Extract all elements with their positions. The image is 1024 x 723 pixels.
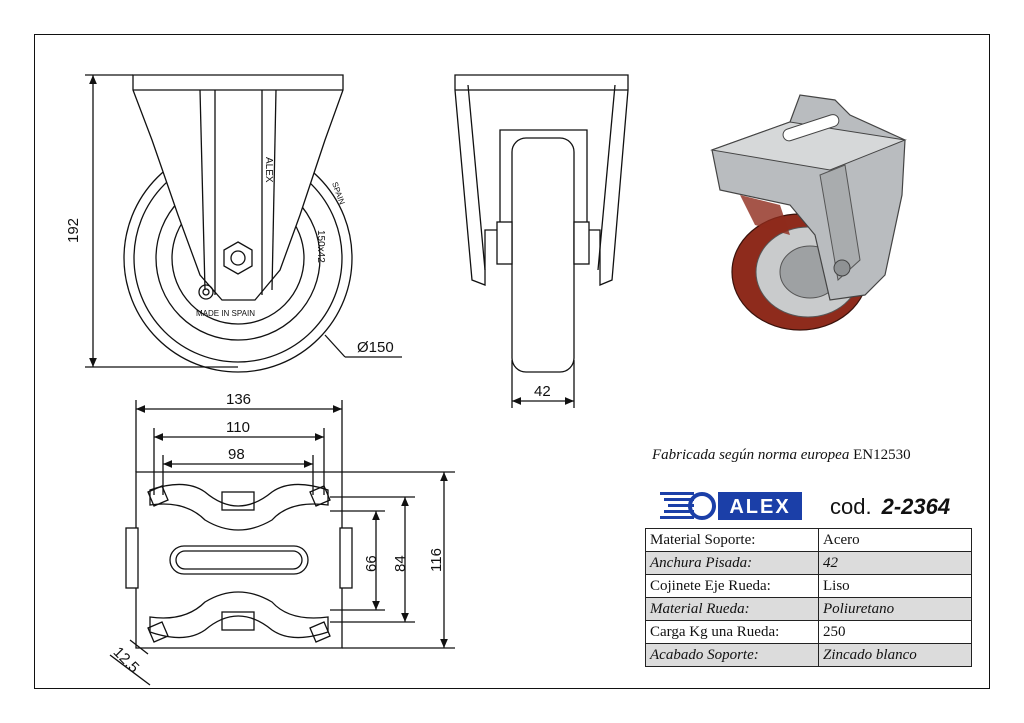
spec-label: Material Rueda:: [645, 597, 819, 621]
spec-value: Zincado blanco: [818, 643, 972, 667]
dim-height-116: 116: [428, 548, 445, 572]
spec-value: 42: [818, 551, 972, 575]
spec-row: Material Soporte:Acero: [645, 528, 972, 552]
code-label: cod.: [830, 494, 872, 519]
dim-height: 192: [65, 218, 82, 243]
spec-value: Poliuretano: [818, 597, 972, 621]
spec-value: 250: [818, 620, 972, 644]
standard-en: EN: [853, 447, 874, 463]
spec-label: Carga Kg una Rueda:: [645, 620, 819, 644]
spec-table: Material Soporte:Acero Anchura Pisada:42…: [645, 528, 972, 667]
dim-height-66: 66: [363, 555, 380, 572]
spec-row: Anchura Pisada:42: [645, 551, 972, 575]
bracket-brand-mark: ALEX: [263, 157, 274, 183]
spec-label: Anchura Pisada:: [645, 551, 819, 575]
dim-height-84: 84: [392, 555, 409, 572]
code-value: 2-2364: [881, 494, 951, 519]
plan-view: [109, 400, 455, 686]
alex-logo: ALEX: [660, 492, 802, 520]
axle-nut: [223, 241, 253, 275]
wheel-size-mark: 150x42: [315, 230, 326, 263]
front-view: [454, 74, 629, 408]
spec-value: Liso: [818, 574, 972, 598]
dim-tread-width: 42: [534, 383, 551, 400]
wheel-tread-front: [511, 137, 575, 373]
wheel-origin-mark: MADE IN SPAIN: [196, 309, 255, 318]
spec-label: Acabado Soporte:: [645, 643, 819, 667]
sheet-border: [34, 34, 990, 689]
logo-text: ALEX: [729, 496, 790, 518]
dim-width-136: 136: [226, 391, 251, 408]
product-code: cod. 2-2364: [830, 494, 950, 520]
spec-row: Material Rueda:Poliuretano: [645, 597, 972, 621]
standard-note: Fabricada según norma europea EN12530: [652, 447, 911, 464]
spec-label: Material Soporte:: [645, 528, 819, 552]
bracket-front: [454, 74, 629, 286]
dim-diameter: Ø150: [357, 339, 394, 356]
standard-note-text: Fabricada según norma europea: [652, 447, 854, 463]
standard-number: 12530: [873, 447, 911, 463]
spec-row: Acabado Soporte:Zincado blanco: [645, 643, 972, 667]
dim-width-98: 98: [228, 446, 245, 463]
spec-value: Acero: [818, 528, 972, 552]
spec-row: Cojinete Eje Rueda:Liso: [645, 574, 972, 598]
dim-width-110: 110: [226, 419, 250, 436]
caster-3d-render: [710, 94, 907, 331]
spec-row: Carga Kg una Rueda:250: [645, 620, 972, 644]
spec-label: Cojinete Eje Rueda:: [645, 574, 819, 598]
side-view: [85, 74, 402, 373]
